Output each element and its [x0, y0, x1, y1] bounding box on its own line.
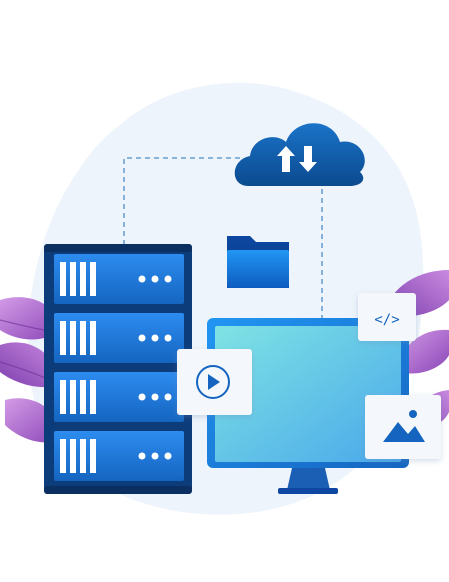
server-vent-slat	[70, 321, 76, 355]
image-card	[365, 395, 441, 459]
server-status-light	[164, 275, 172, 283]
server-base	[44, 486, 192, 494]
server-vent-slat	[90, 321, 96, 355]
server-vent-slat	[60, 321, 66, 355]
server-status-light	[138, 393, 146, 401]
desktop-monitor-icon	[207, 318, 409, 494]
server-vent-slat	[60, 380, 66, 414]
server-top-bar	[44, 244, 192, 252]
code-card	[358, 293, 416, 341]
server-vent-slat	[90, 439, 96, 473]
image-icon	[383, 410, 425, 442]
code-tag-icon: </>	[374, 312, 399, 328]
server-status-light	[164, 334, 172, 342]
server-status-light	[138, 452, 146, 460]
dashed-connectors	[123, 157, 323, 318]
server-unit	[54, 254, 184, 304]
server-vent-slat	[80, 262, 86, 296]
monitor-screen	[215, 326, 401, 462]
server-unit	[54, 431, 184, 481]
server-vent-slat	[80, 380, 86, 414]
server-status-light	[138, 275, 146, 283]
server-status-light	[164, 452, 172, 460]
server-unit	[54, 313, 184, 363]
server-vent-slat	[90, 262, 96, 296]
server-status-light	[151, 275, 159, 283]
server-vent-slat	[80, 439, 86, 473]
monitor-stand	[287, 468, 330, 490]
cloud-sync-icon	[234, 123, 365, 186]
server-status-light	[138, 334, 146, 342]
server-vent-slat	[70, 262, 76, 296]
server-status-light	[151, 334, 159, 342]
server-vent-slat	[70, 439, 76, 473]
folder-icon	[227, 236, 289, 288]
server-vent-slat	[60, 439, 66, 473]
server-status-light	[151, 393, 159, 401]
server-vent-slat	[80, 321, 86, 355]
server-status-light	[164, 393, 172, 401]
server-unit	[54, 372, 184, 422]
monitor-foot	[278, 488, 338, 494]
server-vent-slat	[70, 380, 76, 414]
play-icon	[196, 365, 230, 399]
server-vent-slat	[60, 262, 66, 296]
server-rack-icon	[44, 244, 192, 494]
server-status-light	[151, 452, 159, 460]
server-vent-slat	[90, 380, 96, 414]
upload-arrow-icon	[277, 146, 295, 172]
download-arrow-icon	[299, 146, 317, 172]
